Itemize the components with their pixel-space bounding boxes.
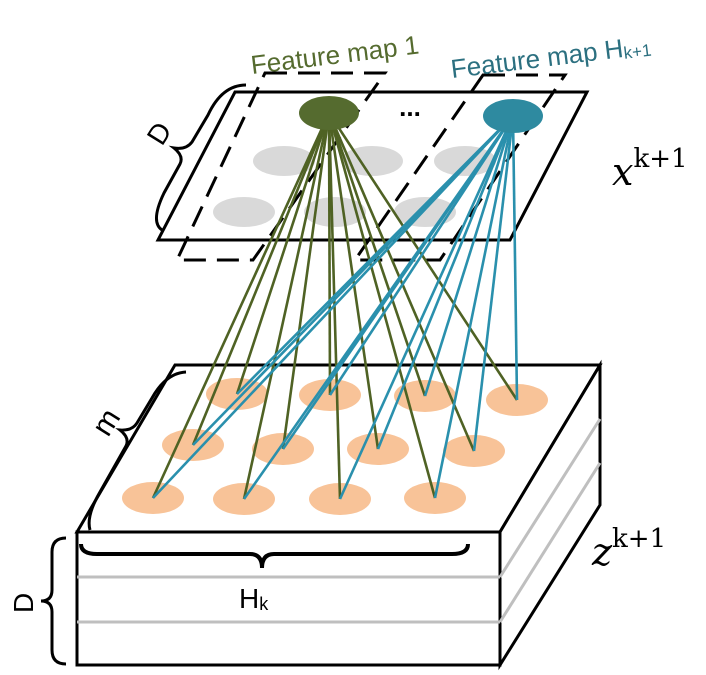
- blue-connection: [328, 115, 515, 396]
- feature-map-1-dashed-frame: [174, 71, 388, 262]
- x-k1-sup: k+1: [633, 144, 687, 174]
- hk-label-sub: k: [259, 594, 269, 614]
- green-connection: [191, 112, 331, 446]
- layer-divider-side-2: [498, 462, 602, 623]
- blue-connection: [376, 115, 515, 450]
- top-d-label: D: [141, 117, 178, 151]
- green-connection: [235, 112, 331, 395]
- hk-brace: [79, 543, 470, 569]
- blue-connection: [152, 115, 514, 499]
- hk-label-base: H: [239, 583, 259, 614]
- blue-connection: [472, 115, 515, 452]
- gray-dot: [434, 146, 496, 176]
- feature-map-1-node: [299, 96, 359, 130]
- layer-divider-side-1: [498, 418, 602, 578]
- gray-dot: [304, 197, 366, 227]
- top-d-brace: [155, 83, 247, 232]
- green-connection: [242, 112, 331, 500]
- x-k1-label: xk+1: [612, 144, 688, 194]
- left-d-label: D: [8, 593, 39, 613]
- blue-connection: [511, 115, 519, 401]
- blue-connection: [433, 115, 515, 499]
- bottom-slab-front-face: [75, 530, 502, 667]
- blue-connection: [242, 115, 515, 500]
- feature-map-h-dashed-frame: [352, 73, 568, 262]
- m-brace: [87, 370, 187, 531]
- orange-dots: [122, 378, 548, 515]
- blue-connection: [423, 115, 515, 397]
- left-d-brace: [40, 536, 67, 666]
- x-k1-base: x: [612, 150, 633, 194]
- gray-dot: [213, 197, 275, 227]
- z-k1-sup: k+1: [612, 524, 666, 554]
- green-connection: [327, 112, 476, 452]
- m-label: m: [86, 403, 127, 442]
- blue-connection: [338, 115, 515, 500]
- green-connection: [281, 112, 331, 450]
- gray-dot: [253, 146, 315, 176]
- ellipsis: ...: [399, 92, 421, 122]
- blue-connections: [152, 115, 519, 500]
- green-connection: [151, 112, 331, 499]
- z-k1-label: zk+1: [591, 524, 666, 574]
- feature-map-h-node: [483, 99, 543, 133]
- feature-map-h-label-sub: k+1: [623, 41, 653, 63]
- hk-label: Hk: [239, 583, 269, 614]
- z-k1-base: z: [591, 530, 613, 574]
